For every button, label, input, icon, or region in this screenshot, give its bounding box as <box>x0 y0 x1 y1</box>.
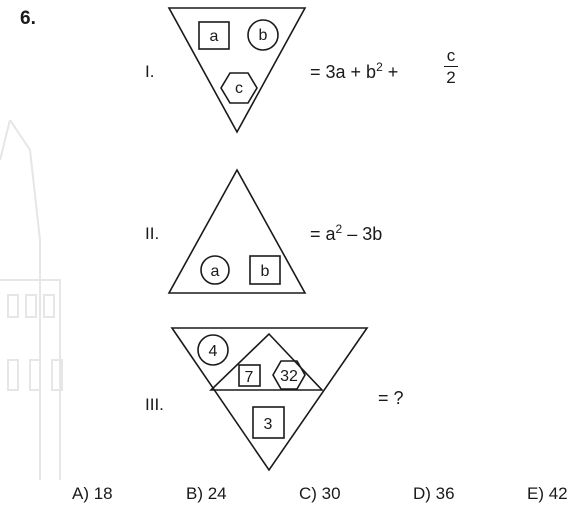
figure-i-square-label: a <box>210 28 219 45</box>
row-label-iii: III. <box>145 395 164 414</box>
figure-i-square <box>198 21 230 50</box>
figure-ii <box>167 168 307 294</box>
rule-i-frac-num: c <box>446 46 456 65</box>
figure-iii-circle-label: 4 <box>209 343 218 360</box>
figure-i-triangle <box>167 7 307 134</box>
figure-ii-circle-label: a <box>211 263 220 280</box>
rule-ii-exponent: 2 <box>335 222 343 236</box>
rule-i-frac-bar <box>444 66 458 67</box>
watermark-building <box>0 120 63 480</box>
choice-d[interactable]: D) 36 <box>413 484 455 503</box>
figure-i-hexagon-label: c <box>235 80 243 97</box>
choice-a[interactable]: A) 18 <box>72 484 113 503</box>
question-number: 6. <box>20 8 36 29</box>
rule-i-frac-den: 2 <box>446 68 456 87</box>
figure-iii-hexagon <box>272 360 306 390</box>
rule-i: = 3a + b2 + <box>310 60 398 83</box>
figure-ii-square <box>249 255 281 285</box>
rule-ii-suffix: – 3b <box>342 224 383 244</box>
figure-i <box>167 7 307 134</box>
rule-i-prefix: = 3a + b <box>310 62 377 82</box>
figure-iii-small-square-label: 7 <box>245 369 254 386</box>
rule-i-fraction: c 2 <box>444 47 458 86</box>
choice-b[interactable]: B) 24 <box>186 484 227 503</box>
figure-iii-inner-triangle <box>209 332 324 391</box>
figure-iii-big-square-label: 3 <box>264 416 273 433</box>
row-label-i: I. <box>145 62 155 81</box>
figure-iii-big-square <box>252 406 285 439</box>
rule-i-plus: + <box>387 62 399 82</box>
rule-ii-prefix: = a <box>310 224 336 244</box>
rule-i-exponent: 2 <box>376 60 383 74</box>
figure-iii-hexagon-label: 32 <box>280 368 298 385</box>
rule-ii: = a2 – 3b <box>310 222 382 245</box>
figure-ii-triangle <box>167 168 307 294</box>
figure-iii-small-square <box>238 364 261 387</box>
figure-i-circle <box>247 19 279 51</box>
choice-c[interactable]: C) 30 <box>299 484 341 503</box>
figure-iii <box>170 327 369 472</box>
figure-iii-circle <box>197 334 229 366</box>
figure-ii-square-label: b <box>261 263 270 280</box>
figure-iii-outer-triangle <box>170 327 369 472</box>
rule-iii: = ? <box>378 388 404 408</box>
figure-i-circle-label: b <box>259 27 268 44</box>
choice-e[interactable]: E) 42 <box>527 484 568 503</box>
row-label-ii: II. <box>145 224 160 243</box>
figure-i-hexagon <box>220 72 258 104</box>
figure-ii-circle <box>200 255 230 285</box>
